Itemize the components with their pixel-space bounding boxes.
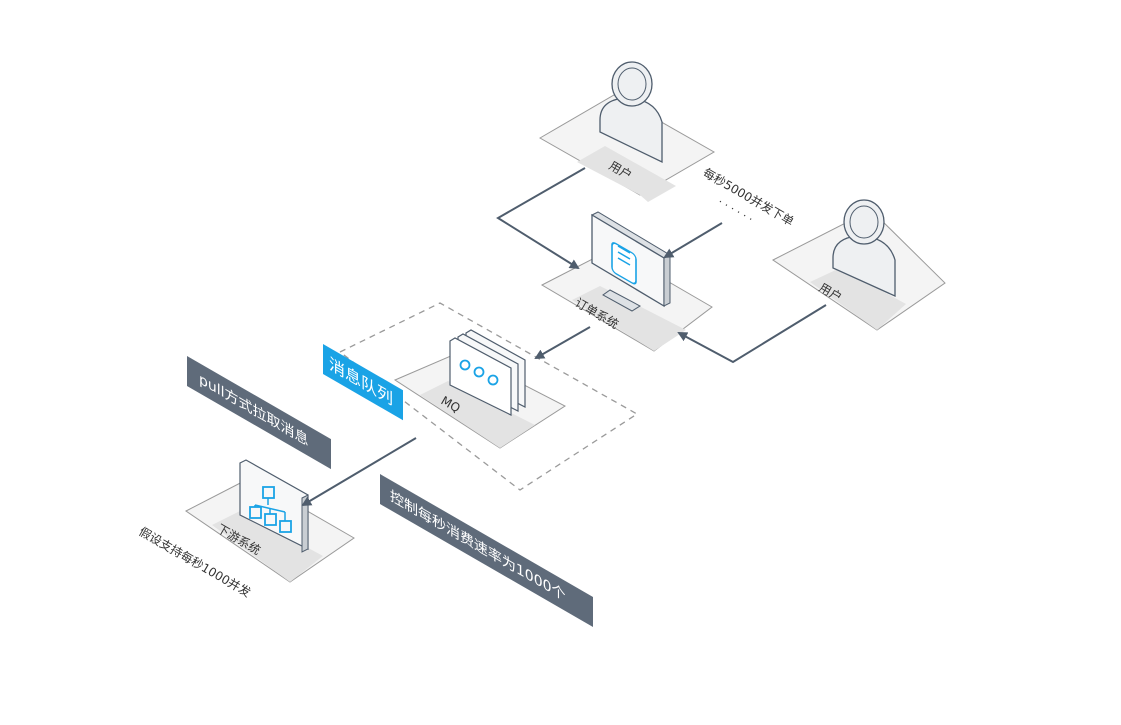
arrow-rate-to-order [663,222,723,259]
mq-boundary [338,302,639,491]
pull-mode-tag: pull方式拉取消息 [187,356,331,470]
arrow-order-to-mq [534,326,591,359]
user-top-icon [599,61,663,164]
pull-mode-text: pull方式拉取消息 [199,370,308,450]
arrow-mq-to-downstream [301,437,417,507]
network-tree-icon [239,459,309,553]
queue-tag: 消息队列 [323,344,403,421]
consume-rate-text: 控制每秒消费速率为1000个 [390,487,565,605]
user-right-icon [832,199,896,298]
arrow-right-user-to-order [677,304,827,364]
arrow-top-user-to-order [496,167,586,270]
consume-rate-tag: 控制每秒消费速率为1000个 [380,474,593,627]
message-queue-icon [449,329,526,416]
monitor-document-icon [590,211,672,312]
